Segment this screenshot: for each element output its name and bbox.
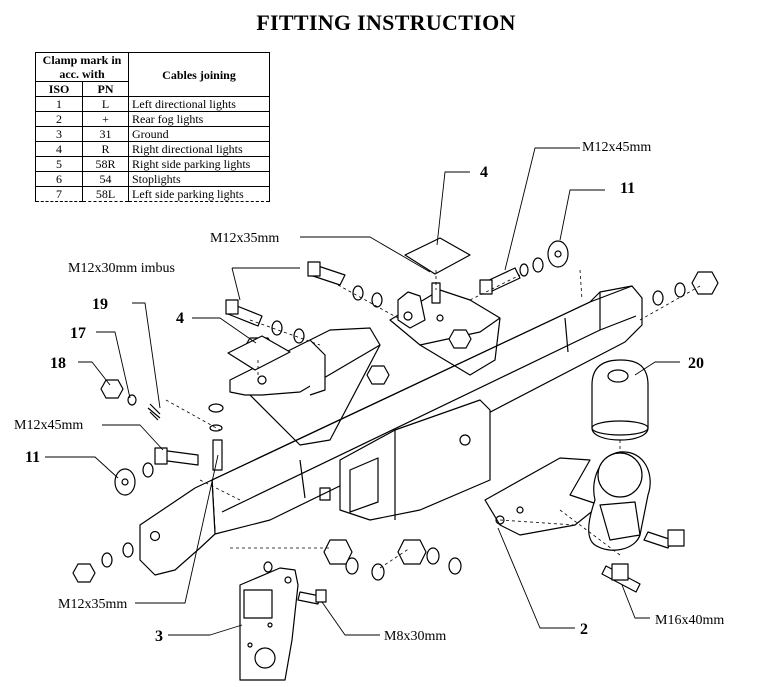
tow-ball-assembly bbox=[484, 451, 651, 551]
label-part-17: 17 bbox=[70, 325, 86, 342]
description-cell: Right side parking lights bbox=[128, 156, 270, 172]
label-part-4-left: 4 bbox=[176, 310, 184, 327]
cable-joining-table: Clamp mark in acc. with Cables joining I… bbox=[34, 52, 270, 202]
label-m12x35-top: M12x35mm bbox=[210, 231, 279, 246]
page-title: FITTING INSTRUCTION bbox=[256, 10, 516, 35]
label-part-4-top: 4 bbox=[480, 164, 488, 181]
description-cell: Right directional lights bbox=[128, 141, 270, 157]
bolts bbox=[154, 261, 685, 605]
label-m12x30-imbus: M12x30mm imbus bbox=[68, 261, 175, 276]
cables-joining-header: Cables joining bbox=[128, 52, 270, 97]
label-part-3: 3 bbox=[155, 628, 163, 645]
iso-cell: 7 bbox=[34, 186, 84, 202]
label-m12x45-left: M12x45mm bbox=[14, 418, 83, 433]
label-part-20: 20 bbox=[688, 355, 704, 372]
label-m8x30: M8x30mm bbox=[384, 629, 446, 644]
square-plate-washers bbox=[227, 237, 471, 371]
socket-bracket bbox=[239, 567, 299, 681]
label-m16x40: M16x40mm bbox=[655, 613, 724, 628]
iso-cell: 5 bbox=[34, 156, 84, 172]
label-m12x35-bottom: M12x35mm bbox=[58, 597, 127, 612]
label-m12x45-top: M12x45mm bbox=[582, 140, 651, 155]
pn-cell: 31 bbox=[82, 126, 129, 142]
pn-header: PN bbox=[82, 81, 129, 97]
clamp-mark-header: Clamp mark in acc. with bbox=[35, 52, 129, 82]
label-part-11-left: 11 bbox=[25, 449, 40, 466]
assembly-dash-lines bbox=[165, 269, 701, 569]
label-part-19: 19 bbox=[92, 296, 108, 313]
label-part-11-top: 11 bbox=[620, 180, 635, 197]
label-part-2: 2 bbox=[580, 621, 588, 638]
receiver-block bbox=[319, 399, 491, 521]
right-mounting-bracket bbox=[389, 289, 501, 376]
washers-and-nuts bbox=[72, 240, 719, 583]
left-mounting-bracket bbox=[229, 327, 381, 446]
pn-cell: 54 bbox=[82, 171, 129, 187]
tow-ball-cover bbox=[591, 359, 649, 441]
label-part-18: 18 bbox=[50, 355, 66, 372]
description-cell: Ground bbox=[128, 126, 270, 142]
description-cell: Stoplights bbox=[128, 171, 270, 187]
description-cell: Left side parking lights bbox=[128, 186, 270, 202]
pn-cell: 58L bbox=[82, 186, 129, 202]
left-end-plate bbox=[139, 479, 216, 576]
leader-lines bbox=[45, 147, 680, 636]
crossbar-beam bbox=[211, 285, 643, 535]
